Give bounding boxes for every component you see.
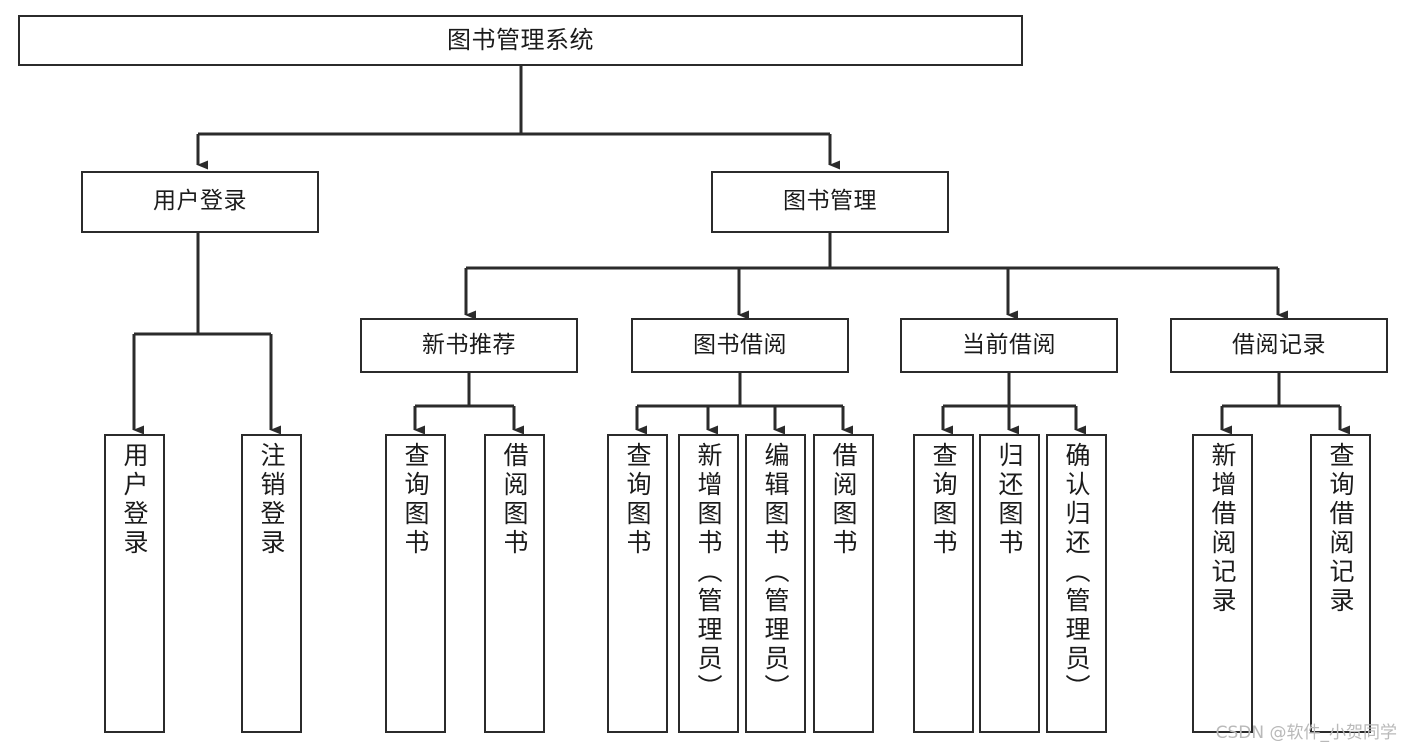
node-user-login-label: 用户登录 bbox=[153, 188, 247, 215]
node-leaf-new-book-query-label: 查询图书 bbox=[401, 442, 430, 558]
node-leaf-book-borrow-query-label: 查询图书 bbox=[623, 442, 652, 558]
node-leaf-book-borrow-add[interactable]: 新增图书（管理员） bbox=[678, 434, 739, 733]
node-leaf-user-login-logout-label: 注销登录 bbox=[257, 442, 286, 558]
node-borrow-record[interactable]: 借阅记录 bbox=[1170, 318, 1388, 373]
node-leaf-current-borrow-query-label: 查询图书 bbox=[929, 442, 958, 558]
node-leaf-user-login-login-label: 用户登录 bbox=[120, 442, 149, 558]
node-leaf-book-borrow-add-label: 新增图书（管理员） bbox=[694, 442, 723, 703]
node-leaf-book-borrow-edit[interactable]: 编辑图书（管理员） bbox=[745, 434, 806, 733]
node-leaf-new-book-borrow-label: 借阅图书 bbox=[500, 442, 529, 558]
node-leaf-current-borrow-confirm[interactable]: 确认归还（管理员） bbox=[1046, 434, 1107, 733]
node-leaf-new-book-query[interactable]: 查询图书 bbox=[385, 434, 446, 733]
node-leaf-current-borrow-return-label: 归还图书 bbox=[995, 442, 1024, 558]
node-new-book-recommend[interactable]: 新书推荐 bbox=[360, 318, 578, 373]
node-leaf-borrow-record-query-label: 查询借阅记录 bbox=[1326, 442, 1355, 616]
node-book-borrow[interactable]: 图书借阅 bbox=[631, 318, 849, 373]
node-user-login[interactable]: 用户登录 bbox=[81, 171, 319, 233]
node-borrow-record-label: 借阅记录 bbox=[1232, 331, 1326, 358]
node-leaf-current-borrow-confirm-label: 确认归还（管理员） bbox=[1062, 442, 1091, 703]
node-current-borrow-label: 当前借阅 bbox=[962, 331, 1056, 358]
node-new-book-recommend-label: 新书推荐 bbox=[422, 331, 516, 358]
node-root-system[interactable]: 图书管理系统 bbox=[18, 15, 1023, 66]
node-current-borrow[interactable]: 当前借阅 bbox=[900, 318, 1118, 373]
node-leaf-new-book-borrow[interactable]: 借阅图书 bbox=[484, 434, 545, 733]
node-leaf-current-borrow-return[interactable]: 归还图书 bbox=[979, 434, 1040, 733]
node-leaf-current-borrow-query[interactable]: 查询图书 bbox=[913, 434, 974, 733]
node-leaf-book-borrow-borrow[interactable]: 借阅图书 bbox=[813, 434, 874, 733]
node-book-management[interactable]: 图书管理 bbox=[711, 171, 949, 233]
node-leaf-user-login-login[interactable]: 用户登录 bbox=[104, 434, 165, 733]
watermark-label: CSDN @软件_小贺同学 bbox=[1215, 723, 1397, 743]
node-leaf-book-borrow-borrow-label: 借阅图书 bbox=[829, 442, 858, 558]
node-leaf-borrow-record-add[interactable]: 新增借阅记录 bbox=[1192, 434, 1253, 733]
node-leaf-book-borrow-edit-label: 编辑图书（管理员） bbox=[761, 442, 790, 703]
node-book-management-label: 图书管理 bbox=[783, 188, 877, 215]
node-leaf-borrow-record-query[interactable]: 查询借阅记录 bbox=[1310, 434, 1371, 733]
node-root-system-label: 图书管理系统 bbox=[447, 26, 594, 55]
node-leaf-book-borrow-query[interactable]: 查询图书 bbox=[607, 434, 668, 733]
node-leaf-borrow-record-add-label: 新增借阅记录 bbox=[1208, 442, 1237, 616]
node-leaf-user-login-logout[interactable]: 注销登录 bbox=[241, 434, 302, 733]
node-book-borrow-label: 图书借阅 bbox=[693, 331, 787, 358]
